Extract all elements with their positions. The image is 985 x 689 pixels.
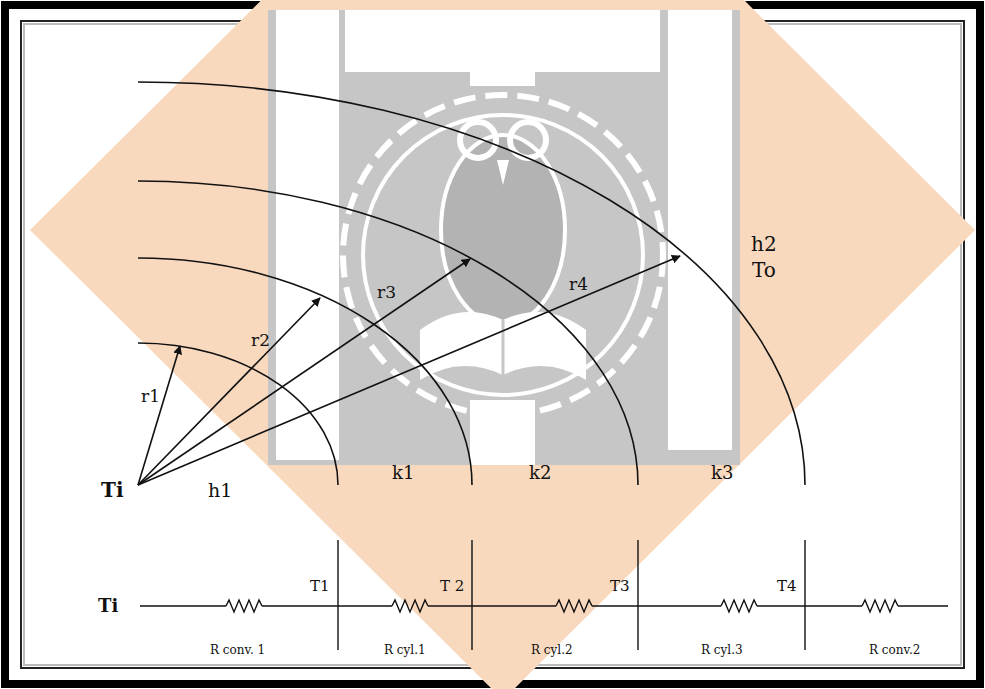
radius-label: r2 — [251, 332, 270, 349]
node-temperature: T 2 — [440, 579, 464, 594]
coefficient-label: h2 — [751, 234, 777, 254]
node-temperature: T3 — [610, 579, 630, 594]
conductivity-label: k3 — [711, 464, 733, 482]
thermal-circuit — [140, 540, 948, 650]
radius-arrows — [138, 256, 680, 485]
node-temperature: T4 — [777, 579, 797, 594]
temperature-label: Ti — [101, 480, 123, 500]
conductivity-label: k2 — [529, 464, 551, 482]
layer-arcs — [138, 82, 805, 485]
resistance-label: R cyl.1 — [384, 644, 426, 656]
watermark-logo — [268, 10, 740, 465]
conductivity-label: k1 — [392, 464, 414, 482]
resistance-label: R cyl.3 — [701, 644, 743, 656]
resistance-label: R conv.2 — [869, 644, 920, 656]
temperature-label: To — [752, 260, 776, 280]
radius-label: r1 — [141, 388, 160, 405]
resistance-label: R cyl.2 — [531, 644, 573, 656]
watermark-diamond — [30, 0, 975, 689]
radius-label: r3 — [377, 284, 396, 301]
temperature-label: Ti — [98, 597, 118, 615]
coefficient-label: h1 — [208, 481, 232, 500]
resistance-label: R conv. 1 — [210, 644, 265, 656]
node-temperature: T1 — [310, 579, 330, 594]
radius-label: r4 — [569, 276, 588, 293]
